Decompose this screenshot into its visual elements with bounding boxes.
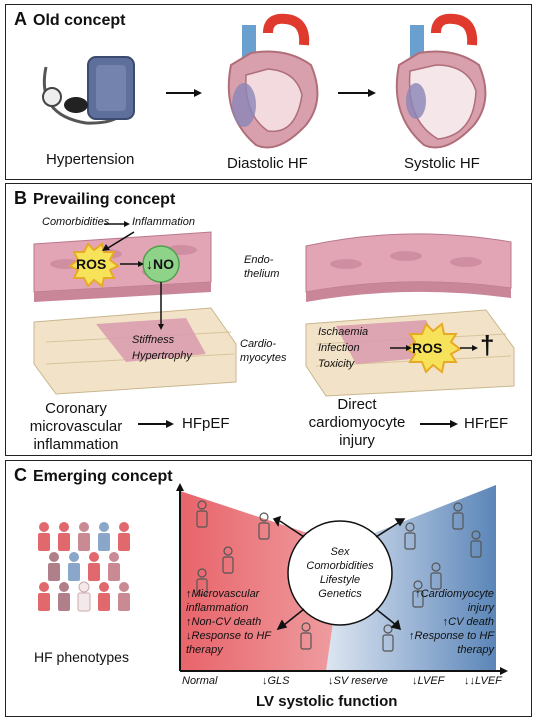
hfref-arrow-icon <box>420 420 458 428</box>
cardiomyocytes-label-2: myocytes <box>240 352 287 364</box>
axis-tick-lvef: ↓LVEF <box>412 675 445 687</box>
panel-b-illustrations <box>33 221 515 428</box>
panel-c-illustrations <box>38 483 508 675</box>
no-label: ↓NO <box>146 256 174 272</box>
left-endothelium-tissue <box>33 231 212 302</box>
infection-label: Infection <box>318 342 360 354</box>
phenotypes-people-icon <box>38 522 130 612</box>
inflammation-to-ros-arrow-icon <box>102 231 135 251</box>
axis-tick-very-low-lvef: ↓↓LVEF <box>464 675 502 687</box>
systolic-heart-icon <box>395 13 487 149</box>
stiffness-label: Stiffness <box>132 334 175 346</box>
arrow-1-icon <box>166 89 202 97</box>
stage-systolic-hf-label: Systolic HF <box>404 155 480 172</box>
right-cause-label: Direct cardiomyocyte injury <box>308 396 406 449</box>
right-ros-label: ROS <box>412 340 443 356</box>
ischaemia-label: Ischaemia <box>318 326 369 338</box>
right-effects-list: ↑Cardiomyocyte injury ↑CV death ↑Respons… <box>409 588 494 656</box>
left-cause-label: Coronary microvascular inflammation <box>29 400 123 453</box>
panel-a-illustrations <box>42 13 487 149</box>
blue-gradient-region <box>326 485 496 671</box>
comorbidities-label: Comorbidities <box>42 216 110 228</box>
diastolic-heart-icon <box>227 13 319 149</box>
ros-to-death-arrow-icon <box>460 345 478 351</box>
axis-title: LV systolic function <box>256 693 398 710</box>
cardiomyocytes-label-1: Cardio- <box>240 338 277 350</box>
plot-people-icon <box>196 500 482 652</box>
axis-tick-gls: ↓GLS <box>262 675 290 687</box>
comorbidities-arrow-icon <box>104 221 130 227</box>
left-cardiomyocytes-tissue <box>33 307 237 395</box>
factors-circle <box>287 520 393 626</box>
blood-pressure-cuff-icon <box>42 56 135 125</box>
ros-to-no-arrow-icon <box>120 261 144 267</box>
x-axis-arrow-icon <box>500 667 508 675</box>
causes-to-ros-arrow-icon <box>390 345 412 351</box>
hfpef-arrow-icon <box>138 420 174 428</box>
hypertrophy-label: Hypertrophy <box>132 350 192 362</box>
ros-burst-icon <box>68 242 120 288</box>
stage-hypertension-label: Hypertension <box>46 151 135 168</box>
axis-tick-sv-reserve: ↓SV reserve <box>328 675 388 687</box>
endothelium-label-2: thelium <box>244 268 280 280</box>
stage-diastolic-hf-label: Diastolic HF <box>227 155 308 172</box>
axis-tick-normal: Normal <box>182 675 218 687</box>
right-ros-burst-icon <box>404 322 462 374</box>
y-axis-arrow-icon <box>176 483 184 491</box>
death-cross-icon: † <box>480 330 495 360</box>
hf-phenotypes-label: HF phenotypes <box>34 649 129 665</box>
hfref-label: HFrEF <box>464 415 509 432</box>
factor-arrows-icon <box>272 515 406 631</box>
ros-label: ROS <box>76 256 107 272</box>
no-to-stiffness-arrow-icon <box>158 282 164 330</box>
right-endothelium-tissue <box>305 233 512 302</box>
inflammation-label: Inflammation <box>132 216 195 228</box>
hfpef-label: HFpEF <box>182 415 230 432</box>
arrow-2-icon <box>338 89 376 97</box>
left-effects-list: ↑Microvascular inflammation ↑Non-CV deat… <box>186 588 271 656</box>
toxicity-label: Toxicity <box>318 358 355 370</box>
factors-list: Sex Comorbidities Lifestyle Genetics <box>306 546 374 600</box>
endothelium-label-1: Endo- <box>244 254 274 266</box>
